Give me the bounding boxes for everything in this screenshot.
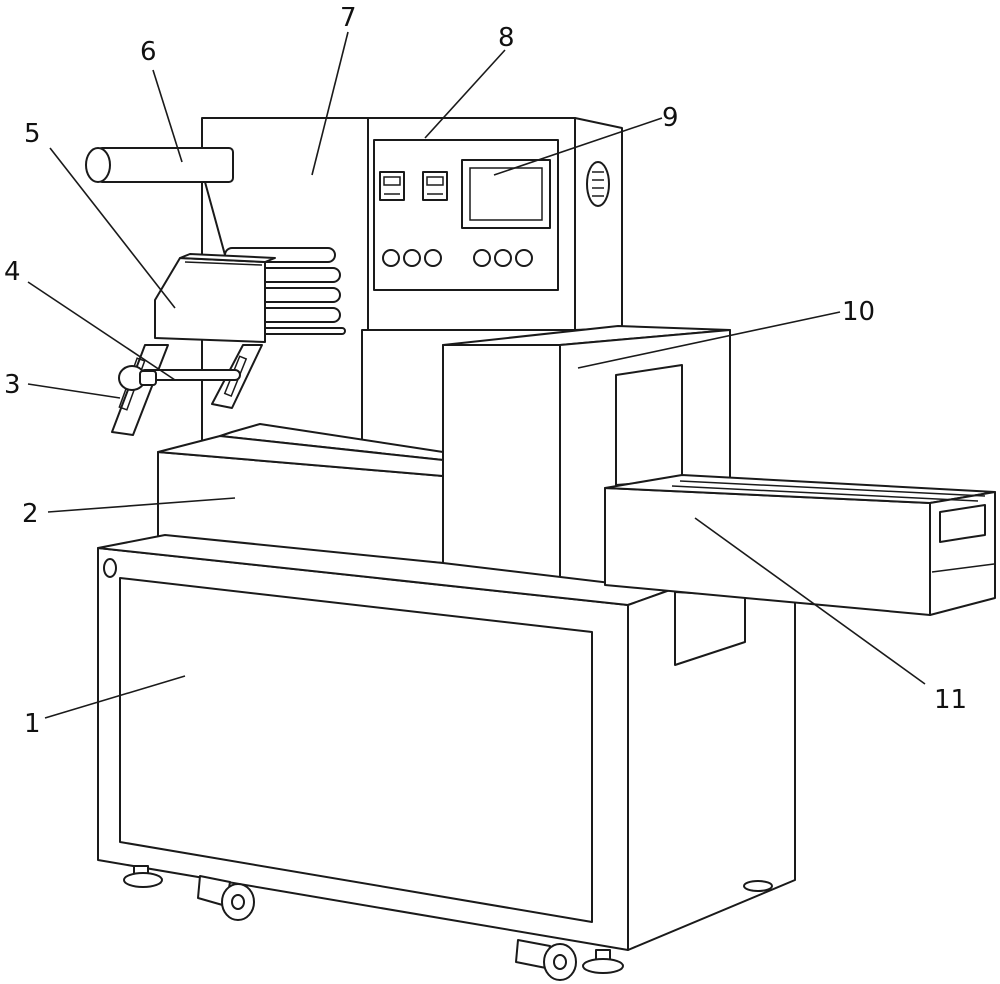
caster-wheel-icon [515,939,577,981]
film-roll [85,147,234,256]
temperature-meter-icon [422,171,448,201]
leveling-foot-icon [123,865,163,888]
label-6: 6 [140,37,157,67]
label-3: 3 [4,370,21,400]
label-5: 5 [24,119,41,149]
feed-table [157,423,444,564]
leveling-foot-icon [582,949,624,974]
leader-lines [27,31,926,719]
vent-grille-icon [586,161,610,207]
roller-set [224,247,346,335]
film-holder [154,253,276,343]
label-4: 4 [4,257,21,287]
label-8: 8 [498,23,515,53]
label-10: 10 [842,297,875,327]
label-1: 1 [24,709,41,739]
caster-wheel-icon [197,875,255,921]
control-box [367,117,623,331]
label-11: 11 [934,685,967,715]
base-cabinet [97,534,796,951]
label-2: 2 [22,499,39,529]
adjusting-knob [118,365,157,391]
output-conveyor [604,474,996,616]
label-9: 9 [662,103,679,133]
leveling-foot-icon [743,880,773,892]
part-labels: 1 2 3 4 5 6 7 8 9 10 11 [4,3,967,739]
temperature-meter-icon [379,171,405,201]
control-knob-icon [382,249,533,267]
label-7: 7 [340,3,357,33]
